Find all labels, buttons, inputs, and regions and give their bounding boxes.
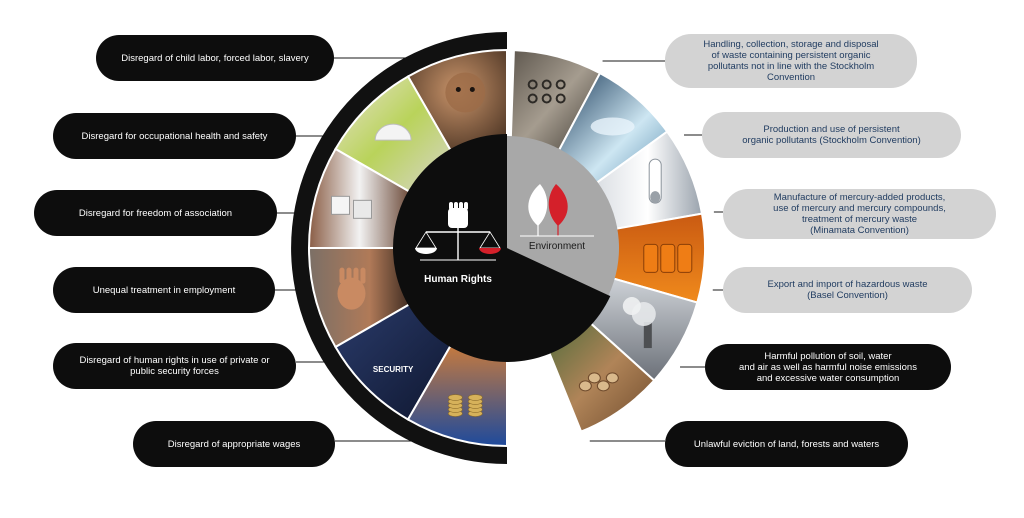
environment-item: Unlawful eviction of land, forests and w… (665, 421, 908, 467)
scales-fist-icon (415, 202, 501, 261)
environment-item: Production and use of persistent organic… (702, 112, 961, 158)
human-rights-item: Disregard of appropriate wages (133, 421, 335, 467)
environment-label: Environment (529, 241, 585, 252)
environment-item: Harmful pollution of soil, water and air… (705, 344, 951, 390)
girl-portrait-icon (406, 48, 508, 153)
waste-barrels-icon (608, 212, 706, 304)
leaf-icon (520, 184, 594, 237)
environment-item: Manufacture of mercury-added products, u… (723, 189, 996, 239)
security-badge-text: SECURITY (373, 365, 414, 374)
human-rights-label: Human Rights (424, 274, 492, 285)
human-rights-item: Disregard for occupational health and sa… (53, 113, 296, 159)
environment-item: Handling, collection, storage and dispos… (665, 34, 917, 88)
human-rights-item: Disregard for freedom of association (34, 190, 277, 236)
human-rights-item: Disregard of human rights in use of priv… (53, 343, 296, 389)
environment-item: Export and import of hazardous waste (Ba… (723, 267, 972, 313)
human-rights-item: Unequal treatment in employment (53, 267, 275, 313)
human-rights-item: Disregard of child labor, forced labor, … (96, 35, 334, 81)
human-rights-center-sector (392, 134, 611, 362)
